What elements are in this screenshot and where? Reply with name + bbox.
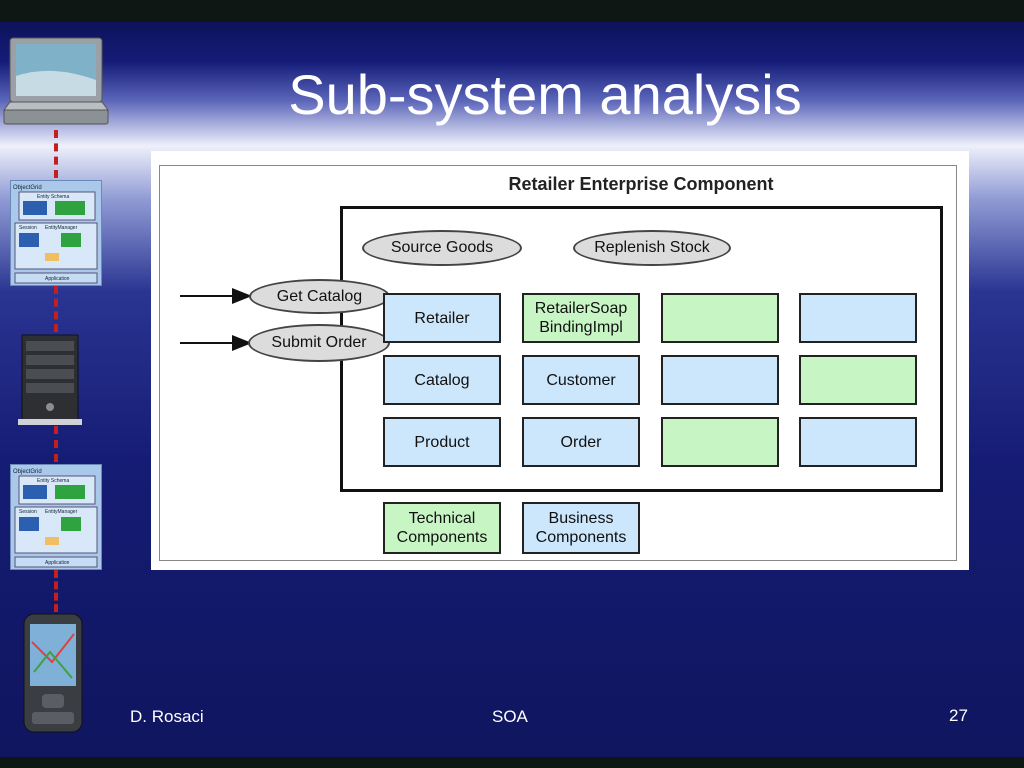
component-customer: Customer <box>522 355 640 405</box>
thumbnail-label: ObjectGrid <box>13 469 42 475</box>
interface-arrows <box>180 288 252 351</box>
component-retailer-soap-binding-impl: RetailerSoap BindingImpl <box>522 293 640 343</box>
process-replenish-stock: Replenish Stock <box>573 230 731 266</box>
interface-submit-order: Submit Order <box>248 324 390 362</box>
component-empty <box>799 293 917 343</box>
component-empty <box>661 293 779 343</box>
thumbnail-label: Application <box>45 560 70 566</box>
interface-get-catalog: Get Catalog <box>249 279 390 314</box>
legend-business-components: Business Components <box>522 502 640 554</box>
thumbnail-label: Session <box>19 225 37 231</box>
thumbnail-label: Entity Schema <box>37 478 69 484</box>
diagram-title: Retailer Enterprise Component <box>508 174 774 194</box>
component-order: Order <box>522 417 640 467</box>
top-bar <box>0 0 1024 22</box>
component-retailer: Retailer <box>383 293 501 343</box>
component-empty <box>661 417 779 467</box>
thumbnail-label: ObjectGrid <box>13 185 42 191</box>
server-icon <box>18 334 82 425</box>
thumbnail-label: EntityManager <box>45 509 78 515</box>
component-catalog: Catalog <box>383 355 501 405</box>
laptop-icon <box>3 37 109 125</box>
dashed-connector <box>54 286 58 332</box>
objectgrid-thumbnail: ObjectGrid Entity Schema Session EntityM… <box>10 464 102 570</box>
footer-author: D. Rosaci <box>130 707 204 726</box>
thumbnail-label: EntityManager <box>45 225 78 231</box>
component-empty <box>799 417 917 467</box>
page-number: 27 <box>949 706 968 725</box>
legend-technical-components: Technical Components <box>383 502 501 554</box>
component-empty <box>799 355 917 405</box>
slide-title: Sub-system analysis <box>288 63 802 126</box>
dashed-connector <box>54 426 58 462</box>
thumbnail-label: Entity Schema <box>37 194 69 200</box>
dashed-connector <box>54 570 58 612</box>
objectgrid-thumbnail: ObjectGrid Entity Schema Session EntityM… <box>10 180 102 286</box>
thumbnail-label: Application <box>45 276 70 282</box>
dashed-connector <box>54 130 58 178</box>
process-source-goods: Source Goods <box>362 230 522 266</box>
component-product: Product <box>383 417 501 467</box>
thumbnail-label: Session <box>19 509 37 515</box>
footer-topic: SOA <box>492 707 528 726</box>
diagram-frame <box>159 165 957 561</box>
component-empty <box>661 355 779 405</box>
mobile-phone-icon <box>23 613 83 733</box>
bottom-bar <box>0 757 1024 768</box>
